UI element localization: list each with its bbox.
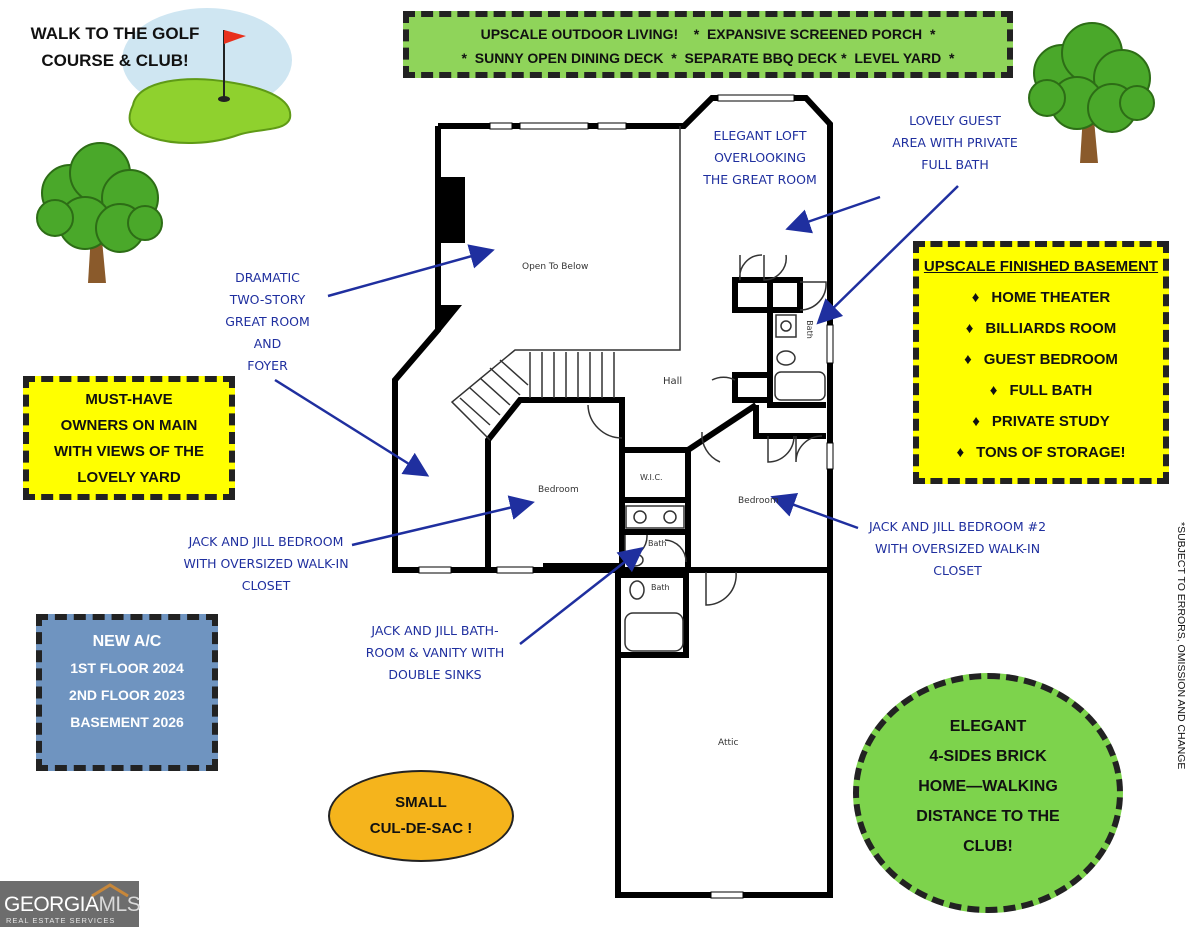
disclaimer: *SUBJECT TO ERRORS, OMISSION AND CHANGE bbox=[1175, 522, 1187, 770]
callout-great-room: DRAMATIC TWO-STORY GREAT ROOM AND FOYER bbox=[225, 270, 310, 373]
basement-item: ♦BILLIARDS ROOM bbox=[965, 320, 1117, 337]
room-bedroom-2: Bedroom bbox=[738, 496, 779, 506]
room-bath-small: Bath bbox=[651, 583, 670, 592]
diamond-bullet-icon: ♦ bbox=[972, 413, 980, 430]
room-bath-guest: Bath bbox=[804, 320, 814, 339]
arrow-jj-bath bbox=[519, 546, 644, 645]
diamond-bullet-icon: ♦ bbox=[965, 320, 974, 337]
room-hall: Hall bbox=[663, 376, 683, 387]
callout-jj-bedroom: JACK AND JILL BEDROOM WITH OVERSIZED WAL… bbox=[183, 534, 349, 593]
diamond-bullet-icon: ♦ bbox=[956, 444, 965, 461]
bedroom1-wall bbox=[485, 397, 625, 570]
roof-icon bbox=[91, 883, 129, 897]
basement-item: ♦TONS OF STORAGE! bbox=[956, 444, 1126, 461]
basement-box: UPSCALE FINISHED BASEMENT ♦HOME THEATER … bbox=[913, 241, 1169, 484]
small-bath-wall bbox=[618, 572, 689, 658]
callout-loft: ELEGANT LOFT OVERLOOKING THE GREAT ROOM bbox=[703, 128, 817, 187]
diamond-bullet-icon: ♦ bbox=[989, 382, 998, 399]
callout-jj-bath: JACK AND JILL BATH- ROOM & VANITY WITH D… bbox=[365, 623, 505, 682]
arrow-jj-bedroom2 bbox=[770, 493, 859, 530]
arrow-foyer bbox=[274, 378, 430, 477]
logo-brand-a: GEORGIA bbox=[4, 893, 99, 916]
guest-bath-wall bbox=[767, 280, 826, 408]
diamond-bullet-icon: ♦ bbox=[971, 289, 980, 306]
wic-wall bbox=[622, 447, 691, 570]
basement-item: ♦GUEST BEDROOM bbox=[964, 351, 1118, 368]
owners-on-main-box: MUST-HAVE OWNERS ON MAIN WITH VIEWS OF T… bbox=[23, 376, 235, 500]
callout-jj-bedroom-2: JACK AND JILL BEDROOM #2 WITH OVERSIZED … bbox=[868, 519, 1047, 578]
attic-wall bbox=[615, 570, 833, 898]
room-attic: Attic bbox=[718, 738, 739, 748]
georgia-mls-logo: GEORGIAMLS REAL ESTATE SERVICES bbox=[0, 881, 141, 927]
room-bedroom-1: Bedroom bbox=[538, 485, 579, 495]
tree-icon bbox=[36, 142, 163, 283]
arrow-guest bbox=[816, 185, 959, 325]
basement-item: ♦HOME THEATER bbox=[971, 289, 1111, 306]
logo-subtitle: REAL ESTATE SERVICES bbox=[6, 916, 116, 925]
outer-wall-west bbox=[392, 126, 623, 573]
basement-item: ♦FULL BATH bbox=[989, 382, 1093, 399]
room-open-to-below: Open To Below bbox=[522, 262, 589, 272]
fireplace bbox=[441, 177, 465, 243]
outdoor-living-banner: UPSCALE OUTDOOR LIVING! * EXPANSIVE SCRE… bbox=[403, 11, 1013, 78]
arrow-loft bbox=[785, 195, 881, 234]
brick-home-badge: ELEGANT 4-SIDES BRICK HOME—WALKING DISTA… bbox=[853, 673, 1123, 913]
golf-title: WALK TO THE GOLF COURSE & CLUB! bbox=[30, 24, 200, 70]
callout-guest: LOVELY GUEST AREA WITH PRIVATE FULL BATH bbox=[892, 113, 1018, 172]
diamond-bullet-icon: ♦ bbox=[964, 351, 972, 368]
room-wic: W.I.C. bbox=[640, 473, 663, 482]
logo-brand-b: MLS bbox=[98, 893, 141, 916]
arrow-great-room bbox=[327, 244, 495, 298]
basement-item: ♦PRIVATE STUDY bbox=[972, 413, 1110, 430]
tree-icon bbox=[1028, 22, 1155, 163]
room-bath-jj: Bath bbox=[648, 539, 667, 548]
basement-title: UPSCALE FINISHED BASEMENT bbox=[923, 258, 1159, 275]
new-ac-box: NEW A/C 1ST FLOOR 2024 2ND FLOOR 2023 BA… bbox=[36, 614, 218, 771]
cul-de-sac-badge: SMALL CUL-DE-SAC ! bbox=[328, 770, 514, 862]
arrow-jj-bedroom bbox=[351, 495, 535, 547]
golf-green-icon bbox=[128, 30, 292, 144]
